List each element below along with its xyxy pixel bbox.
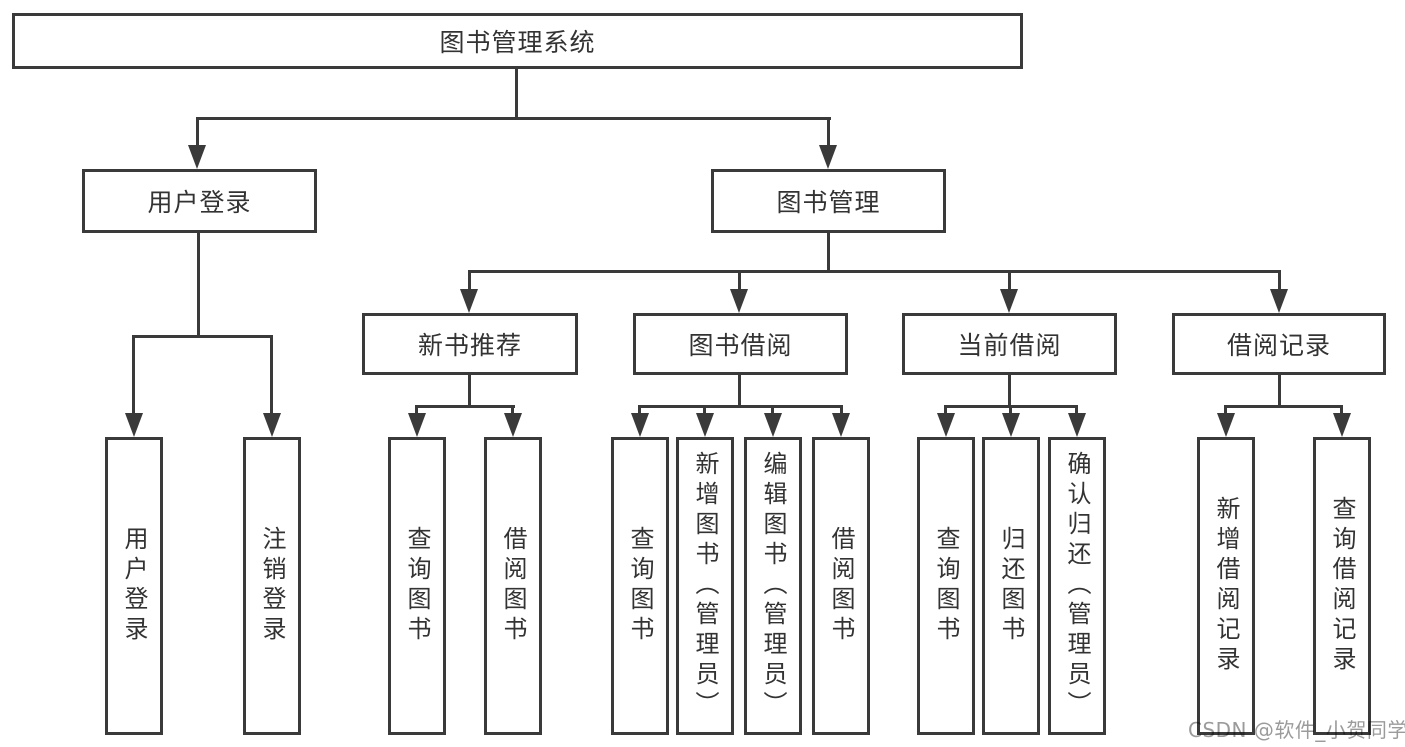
leaf-user-login: 用户登录	[105, 437, 163, 735]
arrowhead-to-current	[1000, 289, 1018, 313]
arrowhead-borrow-leaf-1	[631, 413, 649, 437]
arrowhead-to-leaf-login	[125, 413, 143, 437]
connector-root-arm-right	[827, 117, 830, 147]
connector-login-arm-1	[132, 335, 135, 415]
leaf-records-query-label: 查询借阅记录	[1328, 496, 1356, 676]
arrowhead-current-leaf-3	[1068, 413, 1086, 437]
arrowhead-to-book-mgmt	[819, 145, 837, 169]
connector-login-stem	[197, 232, 200, 338]
connector-records-hline	[1224, 405, 1343, 408]
node-root: 图书管理系统	[12, 13, 1023, 69]
node-current-borrow: 当前借阅	[902, 313, 1117, 375]
node-borrow-records: 借阅记录	[1172, 313, 1386, 375]
arrowhead-newbooks-leaf-2	[504, 413, 522, 437]
node-book-borrow-label: 图书借阅	[688, 331, 793, 360]
node-new-books: 新书推荐	[362, 313, 578, 375]
connector-records-stem	[1278, 374, 1281, 407]
node-book-mgmt-label: 图书管理	[776, 188, 881, 217]
arrowhead-borrow-leaf-2	[696, 413, 714, 437]
connector-current-stem	[1008, 374, 1011, 407]
arrowhead-to-records	[1270, 289, 1288, 313]
leaf-current-query: 查询图书	[917, 437, 975, 735]
connector-mgmt-arm-2	[738, 270, 741, 291]
leaf-current-return-label: 归还图书	[997, 526, 1025, 646]
connector-borrow-arm-2	[703, 405, 706, 415]
arrowhead-borrow-leaf-4	[832, 413, 850, 437]
leaf-borrow-edit-admin: 编辑图书（管理员）	[744, 437, 802, 735]
node-book-borrow: 图书借阅	[633, 313, 848, 375]
node-new-books-label: 新书推荐	[417, 331, 522, 360]
leaf-current-return: 归还图书	[982, 437, 1040, 735]
node-root-label: 图书管理系统	[439, 28, 596, 57]
leaf-logout-label: 注销登录	[258, 526, 286, 646]
leaf-newbooks-borrow-label: 借阅图书	[499, 526, 527, 646]
leaf-borrow-query: 查询图书	[611, 437, 669, 735]
arrowhead-records-leaf-2	[1333, 413, 1351, 437]
node-borrow-records-label: 借阅记录	[1226, 331, 1331, 360]
leaf-borrow-add-admin-label: 新增图书（管理员）	[691, 451, 719, 721]
connector-borrow-hline	[638, 405, 843, 408]
leaf-current-confirm-admin: 确认归还（管理员）	[1048, 437, 1106, 735]
leaf-user-login-label: 用户登录	[120, 526, 148, 646]
connector-root-stem	[515, 69, 518, 119]
arrowhead-to-borrow	[730, 289, 748, 313]
leaf-borrow-borrow: 借阅图书	[812, 437, 870, 735]
connector-newbooks-stem	[468, 374, 471, 407]
leaf-newbooks-query-label: 查询图书	[403, 526, 431, 646]
leaf-newbooks-borrow: 借阅图书	[484, 437, 542, 735]
connector-mgmt-arm-3	[1008, 270, 1011, 291]
connector-login-arm-2	[270, 335, 273, 415]
connector-current-arm-1	[944, 405, 947, 415]
arrowhead-to-leaf-logout	[263, 413, 281, 437]
connector-records-arm-2	[1340, 405, 1343, 415]
connector-borrow-arm-1	[638, 405, 641, 415]
leaf-records-query: 查询借阅记录	[1313, 437, 1371, 735]
leaf-logout: 注销登录	[243, 437, 301, 735]
arrowhead-current-leaf-2	[1002, 413, 1020, 437]
csdn-watermark: CSDN @软件_小贺同学	[1188, 718, 1405, 742]
arrowhead-to-user-login	[188, 145, 206, 169]
node-user-login-label: 用户登录	[147, 188, 252, 217]
leaf-borrow-edit-admin-label: 编辑图书（管理员）	[759, 451, 787, 721]
leaf-current-confirm-admin-label: 确认归还（管理员）	[1063, 451, 1091, 721]
connector-current-arm-3	[1075, 405, 1078, 415]
connector-newbooks-arm-2	[511, 405, 514, 415]
connector-newbooks-arm-1	[415, 405, 418, 415]
arrowhead-borrow-leaf-3	[764, 413, 782, 437]
leaf-records-add-label: 新增借阅记录	[1212, 496, 1240, 676]
connector-root-hline	[196, 117, 831, 120]
node-current-borrow-label: 当前借阅	[957, 331, 1062, 360]
connector-root-arm-left	[196, 117, 199, 147]
node-book-mgmt: 图书管理	[711, 169, 946, 233]
leaf-borrow-borrow-label: 借阅图书	[827, 526, 855, 646]
connector-mgmt-hline	[468, 270, 1280, 273]
arrowhead-records-leaf-1	[1217, 413, 1235, 437]
leaf-current-query-label: 查询图书	[932, 526, 960, 646]
connector-mgmt-arm-1	[468, 270, 471, 291]
arrowhead-current-leaf-1	[937, 413, 955, 437]
connector-borrow-arm-3	[771, 405, 774, 415]
connector-mgmt-arm-4	[1278, 270, 1281, 291]
connector-borrow-arm-4	[840, 405, 843, 415]
node-user-login: 用户登录	[82, 169, 317, 233]
connector-login-hline	[132, 335, 273, 338]
connector-records-arm-1	[1224, 405, 1227, 415]
leaf-borrow-query-label: 查询图书	[626, 526, 654, 646]
connector-mgmt-stem	[827, 232, 830, 272]
connector-current-arm-2	[1009, 405, 1012, 415]
leaf-borrow-add-admin: 新增图书（管理员）	[676, 437, 734, 735]
leaf-records-add: 新增借阅记录	[1197, 437, 1255, 735]
arrowhead-newbooks-leaf-1	[408, 413, 426, 437]
connector-borrow-stem	[738, 374, 741, 407]
connector-newbooks-hline	[416, 405, 515, 408]
arrowhead-to-new-books	[460, 289, 478, 313]
leaf-newbooks-query: 查询图书	[388, 437, 446, 735]
